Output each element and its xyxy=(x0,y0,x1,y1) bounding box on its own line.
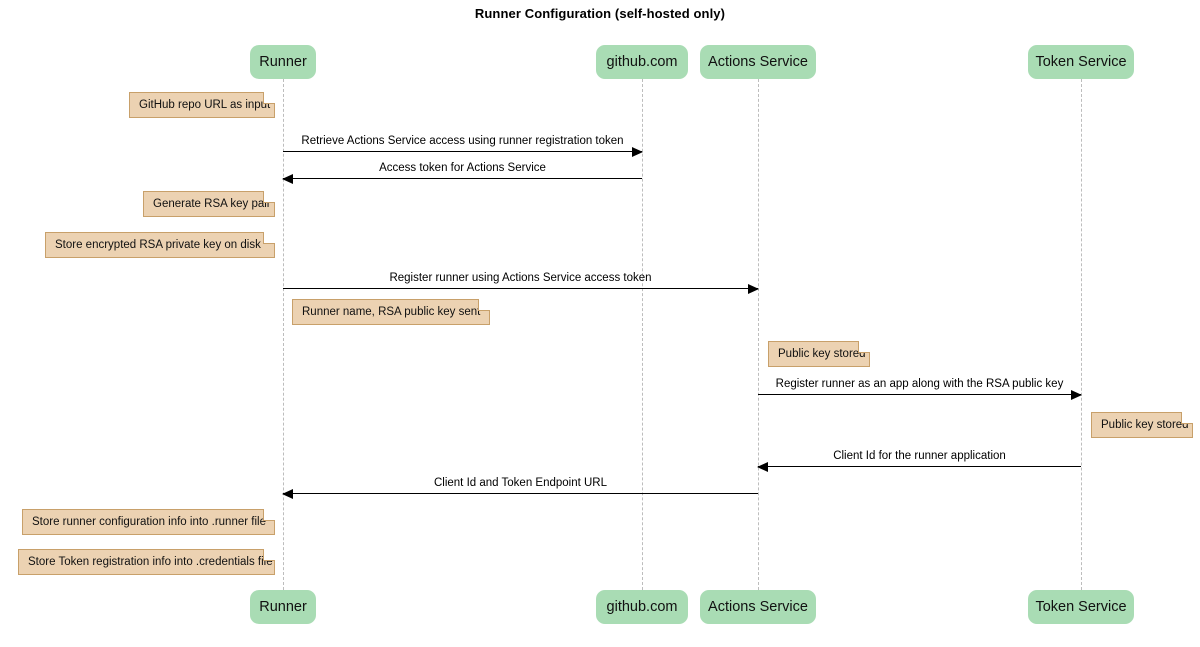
note-text: Store encrypted RSA private key on disk xyxy=(55,239,261,251)
msg-register-runner-arrow xyxy=(283,284,759,294)
note-runner-name: Runner name, RSA public key sent xyxy=(292,299,490,325)
page-title: Runner Configuration (self-hosted only) xyxy=(474,6,726,21)
participant-footer-github[interactable]: github.com xyxy=(596,590,688,624)
note-text: Public key stored xyxy=(1101,419,1189,431)
participant-header-github[interactable]: github.com xyxy=(596,45,688,79)
note-fold-corner-icon xyxy=(263,232,275,244)
arrow-head-icon xyxy=(632,147,643,157)
participant-label: Actions Service xyxy=(708,599,808,615)
msg-client-id-arrow xyxy=(757,462,1081,472)
note-generate-rsa: Generate RSA key pair xyxy=(143,191,275,217)
participant-footer-actions[interactable]: Actions Service xyxy=(700,590,816,624)
note-fold-corner-icon xyxy=(263,92,275,104)
note-text: Runner name, RSA public key sent xyxy=(302,306,481,318)
lifeline-github xyxy=(642,79,643,590)
participant-footer-token[interactable]: Token Service xyxy=(1028,590,1134,624)
note-fold-corner-icon xyxy=(1181,412,1193,424)
msg-register-app-label: Register runner as an app along with the… xyxy=(775,378,1064,390)
note-fold-corner-icon xyxy=(858,341,870,353)
arrow-head-icon xyxy=(282,489,293,499)
note-fold-corner-icon xyxy=(263,549,275,561)
note-store-token: Store Token registration info into .cred… xyxy=(18,549,275,575)
note-text: Public key stored xyxy=(778,348,866,360)
note-text: Store runner configuration info into .ru… xyxy=(32,516,266,528)
note-public-key-1: Public key stored xyxy=(768,341,870,367)
msg-retrieve-access-label: Retrieve Actions Service access using ru… xyxy=(301,135,624,147)
note-text: GitHub repo URL as input xyxy=(139,99,271,111)
participant-label: Token Service xyxy=(1035,54,1127,70)
msg-register-app-arrow xyxy=(758,390,1082,400)
participant-label: github.com xyxy=(606,599,678,615)
note-fold-corner-icon xyxy=(263,191,275,203)
msg-client-id-url-arrow xyxy=(282,489,758,499)
note-fold-corner-icon xyxy=(478,299,490,311)
msg-client-id-url-label: Client Id and Token Endpoint URL xyxy=(433,477,608,489)
msg-access-token-arrow xyxy=(282,174,642,184)
lifeline-runner xyxy=(283,79,284,590)
participant-label: Token Service xyxy=(1035,599,1127,615)
note-store-runner: Store runner configuration info into .ru… xyxy=(22,509,275,535)
msg-access-token-label: Access token for Actions Service xyxy=(379,162,546,174)
participant-label: Runner xyxy=(259,54,307,70)
participant-header-token[interactable]: Token Service xyxy=(1028,45,1134,79)
lifeline-token xyxy=(1081,79,1082,590)
participant-label: Runner xyxy=(259,599,307,615)
participant-label: Actions Service xyxy=(708,54,808,70)
msg-retrieve-access-arrow xyxy=(283,147,643,157)
participant-header-runner[interactable]: Runner xyxy=(250,45,316,79)
note-fold-corner-icon xyxy=(263,509,275,521)
note-store-private: Store encrypted RSA private key on disk xyxy=(45,232,275,258)
participant-footer-runner[interactable]: Runner xyxy=(250,590,316,624)
arrow-head-icon xyxy=(748,284,759,294)
arrow-head-icon xyxy=(1071,390,1082,400)
arrow-head-icon xyxy=(757,462,768,472)
lifeline-actions xyxy=(758,79,759,590)
note-text: Generate RSA key pair xyxy=(153,198,271,210)
note-repo-url: GitHub repo URL as input xyxy=(129,92,275,118)
participant-header-actions[interactable]: Actions Service xyxy=(700,45,816,79)
note-public-key-2: Public key stored xyxy=(1091,412,1193,438)
note-text: Store Token registration info into .cred… xyxy=(28,556,273,568)
participant-label: github.com xyxy=(606,54,678,70)
arrow-head-icon xyxy=(282,174,293,184)
msg-client-id-label: Client Id for the runner application xyxy=(833,450,1006,462)
msg-register-runner-label: Register runner using Actions Service ac… xyxy=(389,272,652,284)
